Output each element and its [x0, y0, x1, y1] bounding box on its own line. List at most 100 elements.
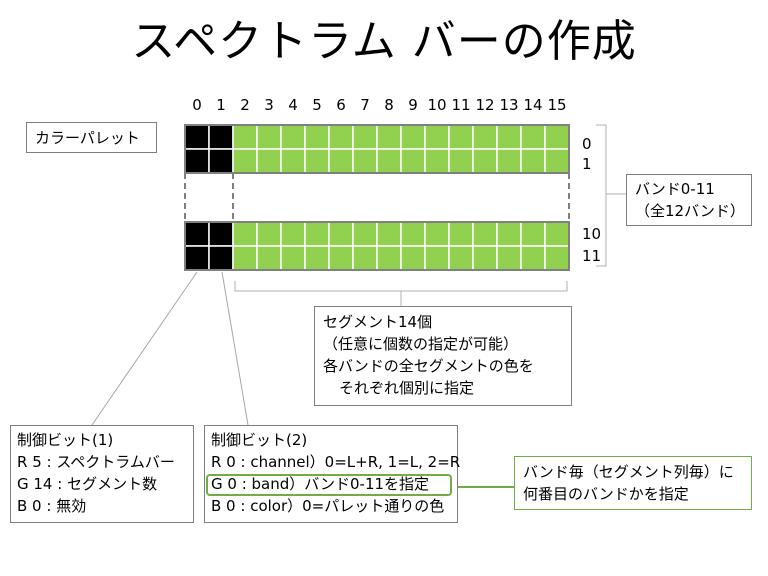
- segment-cell: [280, 245, 306, 271]
- segment-grid-top: [184, 124, 570, 174]
- segment-cell: [472, 221, 498, 247]
- segment-cell: [520, 221, 546, 247]
- segment-cell: [304, 148, 330, 174]
- segment-cell: [256, 124, 282, 150]
- segment-cell: [376, 148, 402, 174]
- palette-label-box: カラーパレット: [26, 122, 157, 153]
- segment-cell: [400, 221, 426, 247]
- column-number: 15: [547, 96, 567, 114]
- segment-cell: [352, 245, 378, 271]
- column-number: 7: [360, 96, 370, 114]
- segment-cell: [328, 148, 354, 174]
- segment-cell: [448, 148, 474, 174]
- band-each-note-line2: 何番目のバンドかを指定: [523, 485, 689, 503]
- segment-cell: [544, 221, 570, 247]
- band-each-note-box: バンド毎（セグメント列毎）に 何番目のバンドかを指定: [514, 456, 752, 510]
- segment-cell: [328, 245, 354, 271]
- segment-cell: [280, 124, 306, 150]
- row-number: 10: [582, 225, 602, 243]
- segment-cell: [352, 124, 378, 150]
- control2-b: B 0 : color）0=パレット通りの色: [211, 497, 445, 515]
- segment-cell: [232, 245, 258, 271]
- control1-g: G 14 : セグメント数: [17, 475, 158, 493]
- segment-cell: [424, 148, 450, 174]
- column-number: 9: [408, 96, 418, 114]
- palette-cell: [184, 124, 210, 150]
- palette-cell: [208, 245, 234, 271]
- segment-note-line1: セグメント14個: [323, 313, 433, 331]
- segment-cell: [496, 245, 522, 271]
- column-number: 1: [216, 96, 226, 114]
- row-number: 1: [582, 155, 592, 173]
- column-number: 11: [451, 96, 471, 114]
- segment-cell: [232, 124, 258, 150]
- band-highlight-frame: [206, 474, 452, 496]
- segment-cell: [496, 148, 522, 174]
- column-number: 8: [384, 96, 394, 114]
- control-bits-1-box: 制御ビット(1) R 5 : スペクトラムバー G 14 : セグメント数 B …: [10, 425, 194, 523]
- row-number: 11: [582, 247, 602, 265]
- palette-cell: [184, 148, 210, 174]
- segment-cell: [256, 245, 282, 271]
- segment-cell: [472, 148, 498, 174]
- palette-label: カラーパレット: [35, 129, 140, 147]
- segment-cell: [304, 245, 330, 271]
- palette-cell: [208, 148, 234, 174]
- segment-cell: [328, 221, 354, 247]
- control1-r: R 5 : スペクトラムバー: [17, 453, 175, 471]
- control1-b: B 0 : 無効: [17, 497, 87, 515]
- column-number: 13: [499, 96, 519, 114]
- segment-note-line4: それぞれ個別に指定: [339, 379, 475, 397]
- band-label-box: バンド0-11 （全12バンド）: [626, 174, 752, 226]
- band-label-line1: バンド0-11: [635, 180, 715, 198]
- band-brace: [596, 124, 612, 267]
- segment-cell: [472, 245, 498, 271]
- segment-note-line2: （任意に個数の指定が可能）: [323, 335, 519, 353]
- column-number: 0: [192, 96, 202, 114]
- column-number: 2: [240, 96, 250, 114]
- column-number: 6: [336, 96, 346, 114]
- column-number: 3: [264, 96, 274, 114]
- segment-cell: [496, 124, 522, 150]
- segment-cell: [544, 245, 570, 271]
- segment-cell: [424, 221, 450, 247]
- segment-cell: [232, 148, 258, 174]
- segment-cell: [520, 245, 546, 271]
- segment-cell: [448, 245, 474, 271]
- segment-cell: [232, 221, 258, 247]
- control2-r: R 0 : channel）0=L+R, 1=L, 2=R: [211, 453, 461, 471]
- segment-cell: [376, 245, 402, 271]
- segment-cell: [400, 124, 426, 150]
- band-each-note-line1: バンド毎（セグメント列毎）に: [523, 463, 734, 481]
- segment-cell: [376, 124, 402, 150]
- callout-line-1: [91, 271, 198, 426]
- segment-cell: [448, 124, 474, 150]
- segment-cell: [304, 221, 330, 247]
- column-number: 4: [288, 96, 298, 114]
- page-title: スペクトラム バーの作成: [131, 16, 637, 67]
- segment-cell: [544, 124, 570, 150]
- segment-cell: [256, 221, 282, 247]
- segment-grid-bottom: [184, 221, 570, 271]
- segment-cell: [256, 148, 282, 174]
- callout-line-2: [221, 271, 249, 426]
- column-number: 10: [427, 96, 447, 114]
- segment-note-box: セグメント14個 （任意に個数の指定が可能） 各バンドの全セグメントの色を それ…: [314, 306, 572, 406]
- column-number: 14: [523, 96, 543, 114]
- grid-frame: [184, 124, 570, 174]
- control2-title: 制御ビット(2): [211, 431, 308, 449]
- segment-cell: [400, 148, 426, 174]
- grid-frame: [184, 221, 570, 271]
- segment-cell: [280, 221, 306, 247]
- control2-g: G 0 : band）バンド0-11を指定: [211, 475, 430, 493]
- band-label-line2: （全12バンド）: [635, 202, 745, 220]
- segment-cell: [496, 221, 522, 247]
- segment-cell: [544, 148, 570, 174]
- segment-cell: [352, 221, 378, 247]
- segment-cell: [520, 124, 546, 150]
- control1-title: 制御ビット(1): [17, 431, 114, 449]
- segment-cell: [472, 124, 498, 150]
- segment-note-line3: 各バンドの全セグメントの色を: [323, 357, 534, 375]
- segment-cell: [304, 124, 330, 150]
